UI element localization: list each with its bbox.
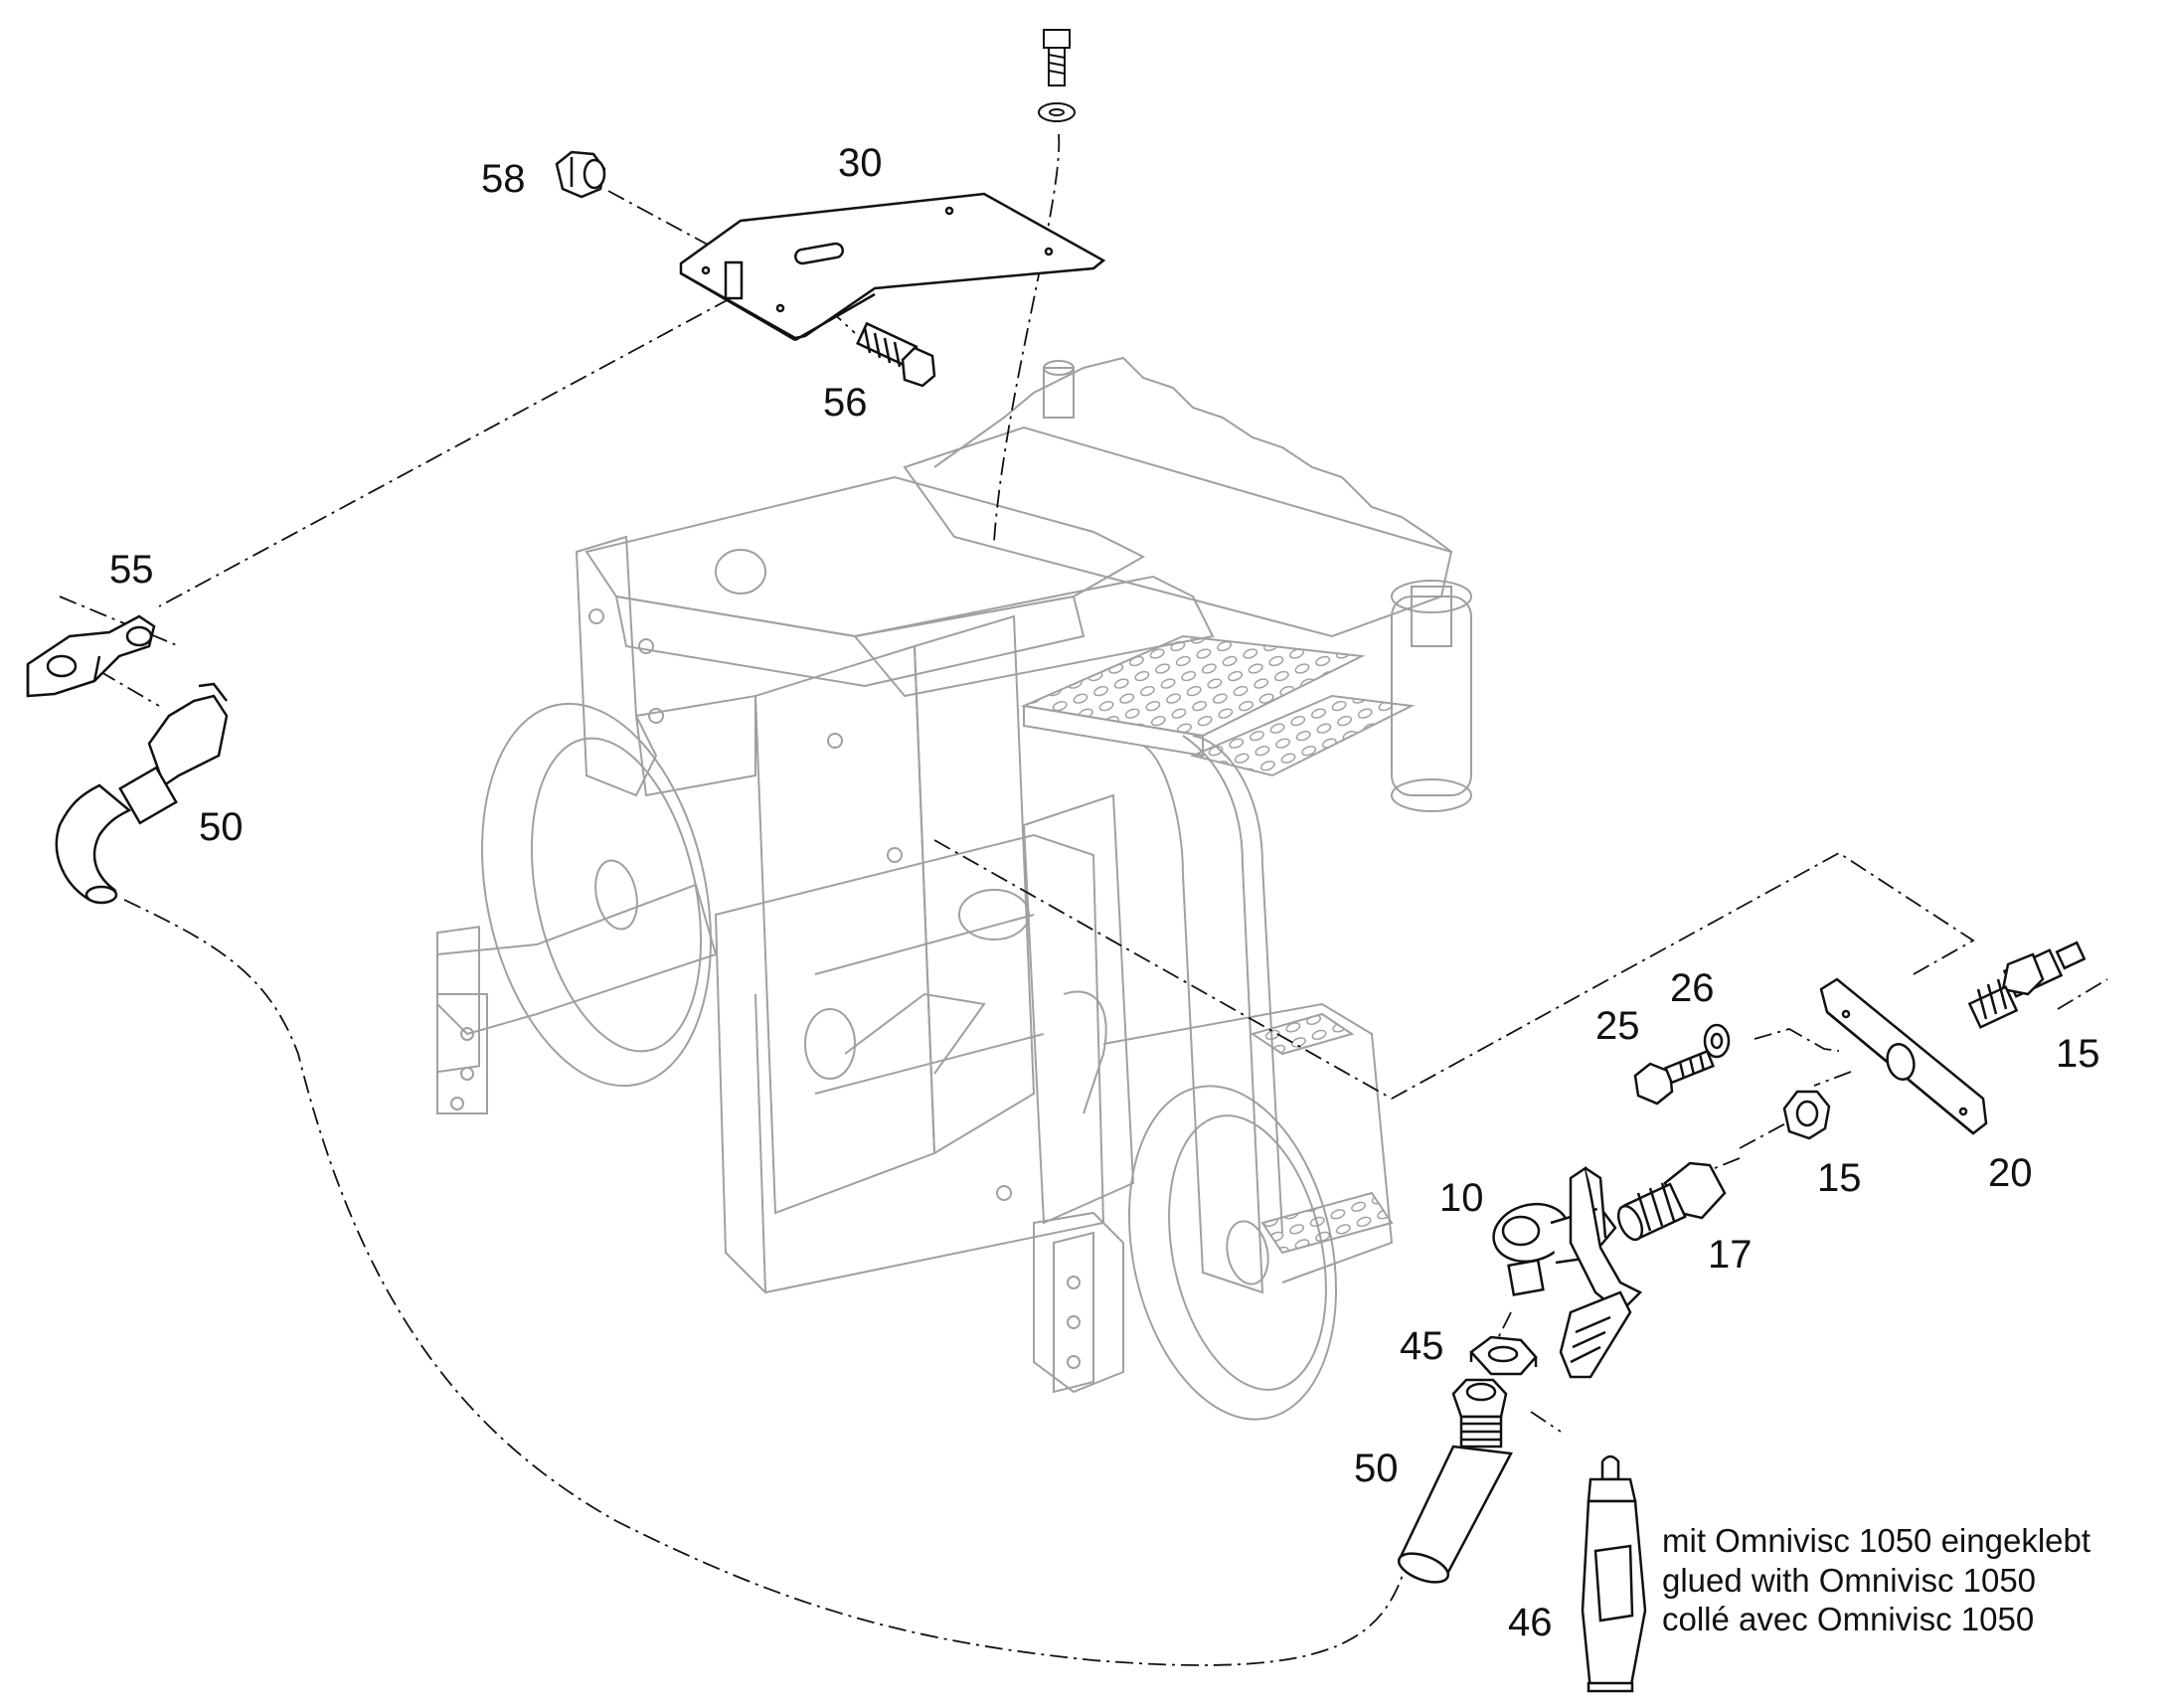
- part-45-nut: [1469, 1335, 1538, 1376]
- bolt-top: [1038, 29, 1076, 122]
- callout-50-bottom: 50: [1354, 1447, 1399, 1490]
- part-56-bolt: [856, 321, 936, 388]
- part-46-glue-tube: [1581, 1454, 1647, 1693]
- glue-note: mit Omnivisc 1050 eingeklebt glued with …: [1662, 1521, 2090, 1639]
- part-15-nut: [1782, 1090, 1831, 1140]
- wheel-left: [481, 702, 712, 1088]
- part-25-bolt: [1633, 1049, 1716, 1106]
- glue-note-fr: collé avec Omnivisc 1050: [1662, 1601, 2035, 1638]
- callout-15-nut: 15: [1817, 1156, 1862, 1200]
- callout-25: 25: [1595, 1004, 1640, 1048]
- callout-10: 10: [1439, 1176, 1484, 1220]
- callout-17: 17: [1708, 1233, 1753, 1277]
- callout-50-top: 50: [199, 805, 244, 849]
- part-55-clamp: [26, 614, 156, 698]
- step-plates: [1020, 634, 1416, 1255]
- callout-15-fitting: 15: [2056, 1032, 2100, 1076]
- callout-58: 58: [481, 157, 526, 201]
- callout-20: 20: [1988, 1151, 2033, 1195]
- glue-note-de: mit Omnivisc 1050 eingeklebt: [1662, 1522, 2091, 1559]
- part-20-plate: [1819, 977, 1988, 1135]
- part-15-fitting: [1967, 940, 2087, 1029]
- part-50-hose-bottom: [1397, 1378, 1513, 1584]
- part-50-hose-top: [55, 682, 229, 905]
- part-58-nut: [555, 150, 606, 199]
- part-10-valve: [1492, 1165, 1643, 1379]
- part-26-washer: [1703, 1023, 1731, 1059]
- callout-56: 56: [823, 381, 868, 425]
- part-30-plate: [679, 192, 1106, 342]
- machine-frame: [436, 356, 1472, 1394]
- callout-55: 55: [109, 548, 154, 592]
- glue-note-en: glued with Omnivisc 1050: [1662, 1561, 2037, 1599]
- callout-26: 26: [1670, 966, 1715, 1010]
- wheel-right: [1127, 1085, 1338, 1421]
- part-17-coupling: [1616, 1161, 1727, 1242]
- callout-30: 30: [838, 141, 883, 185]
- callout-46: 46: [1508, 1601, 1553, 1644]
- callout-45: 45: [1400, 1324, 1444, 1368]
- assembly-dash-lines: [59, 133, 2108, 1666]
